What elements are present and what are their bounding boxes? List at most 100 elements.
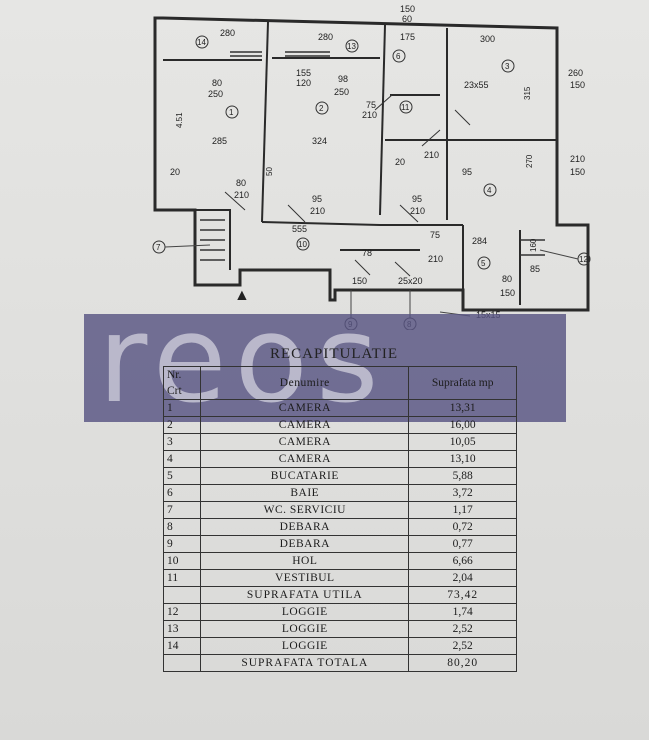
cell-nr: 11 (162, 569, 202, 587)
room-number: 12 (579, 255, 588, 264)
cell-denumire: CAMERA (200, 416, 410, 434)
cell-suprafata: 16,00 (408, 416, 517, 434)
dim-label: 260 (568, 68, 583, 78)
dim-label: 95 (312, 194, 322, 204)
room-number: 7 (156, 243, 161, 252)
cell-denumire: DEBARA (200, 535, 410, 553)
dim-label: 80 (236, 178, 246, 188)
cell-denumire: BAIE (200, 484, 410, 502)
dim-label: 210 (424, 150, 439, 160)
interior-walls (163, 21, 557, 305)
subtotal-value: 73,42 (408, 586, 517, 604)
cell-nr: 3 (162, 433, 202, 451)
dim-label: 210 (428, 254, 443, 264)
dim-label: 285 (212, 136, 227, 146)
room-number: 13 (347, 42, 356, 51)
dim-label: 98 (338, 74, 348, 84)
dim-label: 280 (318, 32, 333, 42)
cell-nr: 4 (162, 450, 202, 468)
total-value: 80,20 (408, 654, 517, 672)
cell-nr: 14 (162, 637, 202, 655)
cell-denumire: CAMERA (200, 450, 410, 468)
table-header-row: Nr. Crt Denumire Suprafata mp (162, 366, 517, 400)
dim-label: 80 (212, 78, 222, 88)
cell-suprafata: 2,52 (408, 620, 517, 638)
dim-label: 210 (234, 190, 249, 200)
cell-suprafata: 2,52 (408, 637, 517, 655)
cell-suprafata: 2,04 (408, 569, 517, 587)
cell-denumire: LOGGIE (200, 620, 410, 638)
dim-label: 85 (530, 264, 540, 274)
dim-label: 150 (400, 4, 415, 14)
header-suprafata: Suprafata mp (408, 366, 517, 400)
room-number: 14 (197, 38, 206, 47)
dim-label: 284 (472, 236, 487, 246)
dim-label: 160 (529, 238, 538, 252)
cell-nr: 7 (162, 501, 202, 519)
dim-label: 210 (410, 206, 425, 216)
cell-nr: 10 (162, 552, 202, 570)
cell-suprafata: 0,77 (408, 535, 517, 553)
cell-suprafata: 0,72 (408, 518, 517, 536)
dim-label: 150 (352, 276, 367, 286)
subtotal-label: SUPRAFATA UTILA (200, 586, 410, 604)
dim-label: 78 (362, 248, 372, 258)
cell-suprafata: 13,10 (408, 450, 517, 468)
total-label: SUPRAFATA TOTALA (200, 654, 410, 672)
dimension-labels: 280 280 175 300 150 60 80 250 155 120 98… (170, 4, 585, 320)
cell-denumire: LOGGIE (200, 603, 410, 621)
dim-label: 120 (296, 78, 311, 88)
dim-label: 150 (570, 80, 585, 90)
cell-denumire: BUCATARIE (200, 467, 410, 485)
dim-label: 75 (366, 100, 376, 110)
dim-label: 210 (570, 154, 585, 164)
room-number: 1 (229, 108, 234, 117)
dim-label: 280 (220, 28, 235, 38)
entrance-arrow-icon: ▲ (234, 287, 250, 304)
dim-label: 210 (310, 206, 325, 216)
cell-nr: 8 (162, 518, 202, 536)
dim-label: 250 (334, 87, 349, 97)
cell-suprafata: 3,72 (408, 484, 517, 502)
cell-suprafata: 13,31 (408, 399, 517, 417)
room-number: 3 (505, 62, 510, 71)
room-number: 2 (319, 104, 324, 113)
cell-denumire: VESTIBUL (200, 569, 410, 587)
cell-nr: 9 (162, 535, 202, 553)
dim-label: 25x20 (398, 276, 423, 286)
dim-label: 324 (312, 136, 327, 146)
cell-suprafata: 1,17 (408, 501, 517, 519)
dim-label: 75 (430, 230, 440, 240)
dim-label: 210 (362, 110, 377, 120)
room-number: 6 (396, 52, 401, 61)
cell-nr: 12 (162, 603, 202, 621)
dim-label: 150 (500, 288, 515, 298)
exterior-walls (153, 16, 590, 312)
dim-label: 150 (570, 167, 585, 177)
dim-label: 270 (525, 154, 534, 168)
dim-label: 50 (265, 167, 274, 176)
cell-suprafata: 6,66 (408, 552, 517, 570)
floor-plan-drawing: 280 280 175 300 150 60 80 250 155 120 98… (152, 4, 591, 330)
cell-denumire: WC. SERVICIU (200, 501, 410, 519)
header-nr: Nr. Crt (162, 366, 202, 400)
dim-label: 4.51 (175, 112, 184, 128)
cell-nr: 6 (162, 484, 202, 502)
cell-denumire: CAMERA (200, 399, 410, 417)
cell-nr: 1 (162, 399, 202, 417)
cell-denumire: LOGGIE (200, 637, 410, 655)
